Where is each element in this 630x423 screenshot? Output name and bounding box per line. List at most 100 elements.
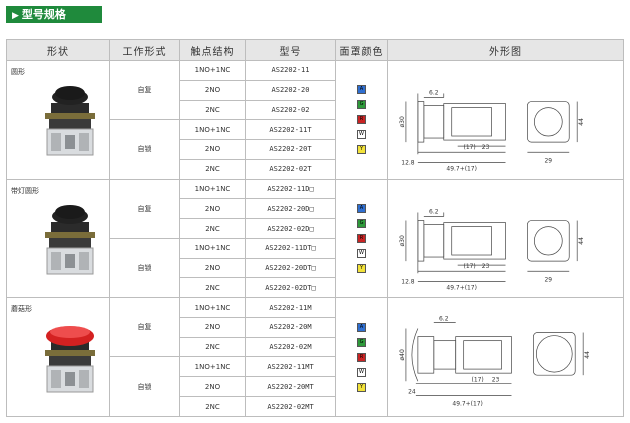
- outline-drawing-cell: 6.2 ø30 (17) 23 12.8 49.7+(17) 29 44: [387, 178, 624, 299]
- header-model: 型号: [245, 39, 336, 61]
- dimension-label: 6.2: [429, 89, 439, 96]
- dimension-label: 23: [492, 376, 500, 383]
- contact-cell: 2NC: [179, 396, 246, 417]
- dimension-label: 44: [578, 236, 585, 244]
- shape-cell: 带灯圆形: [6, 178, 110, 299]
- section-title-text: 型号规格: [21, 8, 66, 21]
- model-cell: AS2202-11D□: [245, 178, 336, 200]
- dimension-label: 23: [482, 144, 490, 151]
- dimension-label: 49.7+(17): [446, 165, 477, 172]
- mode-cell: 自复: [109, 297, 180, 358]
- model-cell: AS2202-02T: [245, 158, 336, 180]
- contact-cell: 2NO: [179, 257, 246, 279]
- contact-cell: 2NC: [179, 99, 246, 121]
- dimension-label: 6.2: [429, 208, 439, 215]
- table-header-row: 形状 工作形式 触点结构 型号 面罩颜色 外形图: [6, 39, 624, 61]
- color-chip: W: [357, 130, 366, 140]
- shape-cell: 蘑菇形: [6, 297, 110, 417]
- dimension-label: 29: [545, 157, 553, 164]
- color-chip: W: [357, 367, 366, 377]
- dimension-label: 23: [482, 263, 490, 270]
- header-shape: 形状: [6, 39, 110, 61]
- contact-cell: 2NC: [179, 336, 246, 358]
- model-cell: AS2202-02MT: [245, 396, 336, 417]
- mode-cell: 自复: [109, 59, 180, 121]
- dimension-label: ø30: [399, 116, 406, 128]
- contact-cell: 2NO: [179, 376, 246, 398]
- shape-label: 蘑菇形: [11, 305, 32, 314]
- outline-drawing-cell: 6.2 ø40 (17) 23 24 49.7+(17) 44: [387, 297, 624, 417]
- button-photo: [45, 86, 95, 156]
- model-cell: AS2202-02M: [245, 336, 336, 358]
- dimension-label: (17): [464, 144, 476, 151]
- color-chip: Y: [357, 263, 366, 273]
- dimension-label: (17): [472, 376, 484, 383]
- dimension-label: 12.8: [401, 159, 414, 166]
- shape-cell: 圆形: [6, 60, 110, 180]
- outline-drawing: 6.2 ø30 (17) 23 12.8 49.7+(17) 29 44: [399, 89, 585, 172]
- outline-drawing: 6.2 ø30 (17) 23 12.8 49.7+(17) 29 44: [399, 208, 585, 291]
- shape-label: 圆形: [11, 68, 25, 76]
- contact-cell: 1NO+1NC: [179, 60, 246, 81]
- model-cell: AS2202-11T: [245, 119, 336, 141]
- color-chip: Y: [357, 382, 366, 392]
- model-cell: AS2202-20MT: [245, 376, 336, 398]
- mode-cell: 自复: [109, 178, 180, 239]
- dimension-label: 44: [578, 118, 585, 126]
- contact-cell: 2NO: [179, 198, 246, 220]
- color-chip: G: [357, 337, 366, 347]
- outline-drawing-cell: 6.2 ø30 (17) 23 12.8 49.7+(17) 29 44: [387, 60, 624, 180]
- contact-cell: 2NC: [179, 218, 246, 239]
- model-cell: AS2202-11M: [245, 297, 336, 318]
- dimension-label: 29: [545, 276, 553, 283]
- outline-drawing: 6.2 ø40 (17) 23 24 49.7+(17) 44: [399, 315, 591, 408]
- dimension-label: ø40: [399, 349, 406, 361]
- model-cell: AS2202-02D□: [245, 218, 336, 239]
- color-chip: R: [357, 115, 366, 125]
- contact-cell: 1NO+1NC: [179, 119, 246, 141]
- color-chip: G: [357, 218, 366, 228]
- model-cell: AS2202-20DT□: [245, 257, 336, 279]
- dimension-label: 24: [408, 389, 416, 396]
- contact-cell: 1NO+1NC: [179, 237, 246, 259]
- model-cell: AS2202-20M: [245, 316, 336, 338]
- dimension-label: 49.7+(17): [452, 401, 482, 408]
- header-contact: 触点结构: [179, 39, 246, 61]
- dimension-label: 49.7+(17): [446, 284, 477, 291]
- header-cover-color: 面罩颜色: [335, 39, 388, 61]
- contact-cell: 2NO: [179, 316, 246, 338]
- triangle-icon: ▶: [12, 11, 19, 21]
- color-chip: A: [357, 203, 366, 213]
- dimension-label: 6.2: [439, 315, 449, 322]
- contact-cell: 2NC: [179, 277, 246, 299]
- model-cell: AS2202-20D□: [245, 198, 336, 220]
- model-cell: AS2202-11: [245, 60, 336, 81]
- dimension-label: 12.8: [401, 278, 414, 285]
- button-photo: [45, 326, 95, 393]
- model-cell: AS2202-02DT□: [245, 277, 336, 299]
- color-chip: A: [357, 322, 366, 332]
- color-chip: R: [357, 233, 366, 243]
- color-chip: Y: [357, 145, 366, 155]
- mode-cell: 自锁: [109, 356, 180, 417]
- dimension-label: 44: [584, 351, 591, 359]
- dimension-label: ø30: [399, 235, 406, 247]
- dimension-label: (17): [464, 263, 476, 270]
